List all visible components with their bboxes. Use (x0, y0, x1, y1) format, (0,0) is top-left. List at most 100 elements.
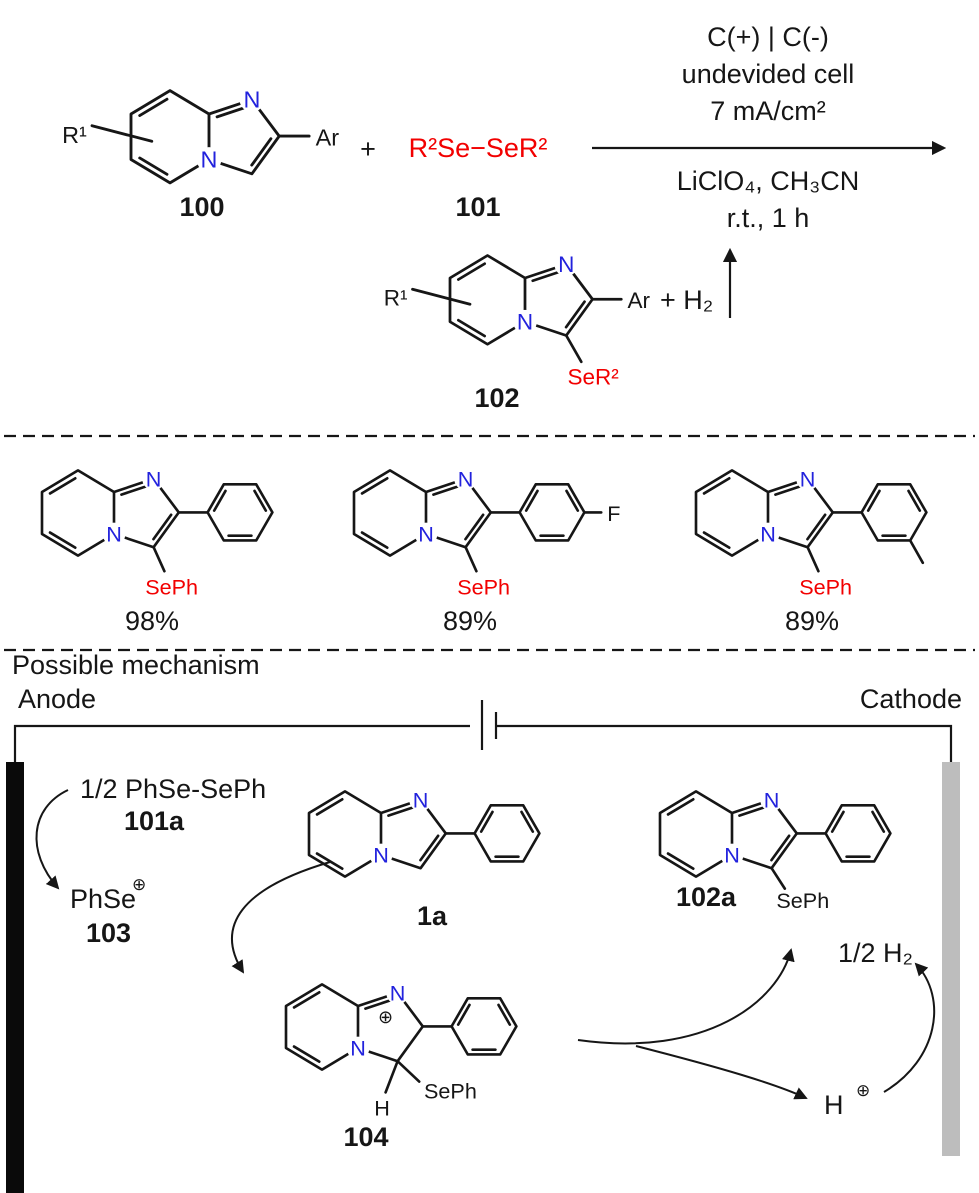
atom-mask (102, 522, 126, 546)
n1-atom: N (413, 787, 429, 812)
proton-label: H (824, 1090, 844, 1120)
n1-atom: N (390, 980, 406, 1005)
compound-1a-label: 1a (417, 901, 448, 931)
h2-byproduct: + H₂ (660, 285, 713, 315)
circuit-wire-right (496, 724, 953, 764)
circuit-wire-left (13, 724, 470, 764)
phenyl-bonds (473, 804, 541, 863)
proton-release-arrow (635, 1045, 808, 1100)
structure-example-1: N N SePh (42, 466, 274, 599)
diselenide-formula: R²Se−SeR² (409, 133, 548, 163)
addition-arrow (231, 861, 331, 974)
structure-1a: N N (309, 787, 541, 876)
r1-label: R¹ (384, 286, 408, 311)
compound-104-label: 104 (343, 1122, 388, 1152)
phenyl-bonds (206, 483, 274, 542)
compound-102a-label: 102a (676, 882, 737, 912)
cathode-label: Cathode (860, 684, 962, 714)
structure-100: N N R¹ Ar (62, 87, 339, 183)
ser2-label: SeR² (568, 364, 620, 389)
n4-atom: N (724, 843, 740, 868)
seph-label: SePh (145, 574, 198, 599)
r1-bond (411, 287, 472, 306)
plus-sign: + (360, 134, 376, 164)
n4-atom: N (760, 522, 776, 547)
compound-103-label: 103 (86, 918, 131, 948)
atom-mask (454, 467, 477, 491)
atom-mask (346, 1036, 370, 1060)
yield-label-3: 89% (785, 606, 839, 636)
n4-atom: N (106, 522, 122, 547)
compound-101a-label: 101a (124, 806, 185, 836)
n1-atom: N (243, 87, 260, 113)
deprotonation-arrow (577, 948, 795, 1045)
condition-cell: undevided cell (682, 59, 855, 89)
anode-electrode (6, 762, 24, 1193)
compound-102-label: 102 (474, 383, 519, 413)
yield-label-2: 89% (443, 606, 497, 636)
n1-atom: N (800, 466, 816, 491)
se-bond (806, 545, 820, 573)
atom-mask (369, 843, 393, 867)
se-bond (564, 334, 583, 364)
n4-atom: N (517, 309, 533, 334)
atom-mask (720, 843, 744, 867)
n4-atom: N (350, 1036, 366, 1061)
n4-atom: N (373, 843, 389, 868)
cathode-electrode (942, 762, 960, 1156)
n1-atom: N (764, 787, 780, 812)
structure-example-3: N N SePh (696, 466, 928, 599)
ar-label: Ar (316, 124, 340, 150)
compound-101-label: 101 (455, 192, 500, 222)
atom-mask (760, 788, 783, 812)
seph-label: SePh (424, 1079, 477, 1104)
se-bond (770, 866, 787, 890)
se-bond (396, 1059, 421, 1083)
atom-mask (796, 467, 819, 491)
ring-charge: ⊕ (378, 1007, 393, 1027)
fluoro-label: F (607, 501, 620, 526)
phenyl-bonds (824, 804, 892, 863)
atom-mask (756, 522, 780, 546)
seph-label: SePh (799, 574, 852, 599)
ar-label: Ar (628, 288, 651, 313)
structure-102a: N N SePh (660, 787, 892, 913)
atom-mask (142, 467, 165, 491)
compound-100-label: 100 (179, 192, 224, 222)
cathode-reduction-arrow (883, 962, 936, 1093)
anode-oxidation-arrow (35, 789, 69, 890)
seph-label: SePh (776, 888, 829, 913)
atom-mask (239, 87, 265, 113)
atom-mask (414, 522, 438, 546)
methyl-bond (908, 539, 925, 565)
h-label: H (374, 1096, 390, 1121)
structure-example-2: N N F SePh (354, 466, 620, 599)
yield-label-1: 98% (125, 606, 179, 636)
phse-cation-charge: ⊕ (132, 875, 146, 894)
h-bond (384, 1059, 399, 1094)
atom-mask (554, 252, 579, 277)
atom-mask (513, 309, 537, 334)
half-h2-label: 1/2 H₂ (838, 938, 913, 968)
n4-atom: N (418, 522, 434, 547)
n1-atom: N (458, 466, 474, 491)
se-bond (464, 545, 478, 573)
atom-mask (196, 147, 222, 172)
seph-label: SePh (457, 574, 510, 599)
atom-mask (409, 788, 432, 812)
r1-bond (90, 124, 154, 143)
n1-atom: N (146, 466, 162, 491)
phenyl-bonds (518, 483, 586, 542)
phenyl-bonds (860, 483, 928, 542)
structure-102: N N R¹ Ar SeR² (384, 252, 651, 390)
phse-cation-label: PhSe (70, 884, 136, 914)
se-bond (152, 545, 166, 573)
condition-electrodes: C(+) | C(-) (707, 22, 829, 52)
half-diselenide-label: 1/2 PhSe-SePh (80, 774, 266, 804)
n1-atom: N (558, 252, 574, 277)
atom-mask (386, 981, 409, 1005)
r1-label: R¹ (62, 122, 87, 148)
structure-104: N N ⊕ H SePh (284, 980, 518, 1121)
